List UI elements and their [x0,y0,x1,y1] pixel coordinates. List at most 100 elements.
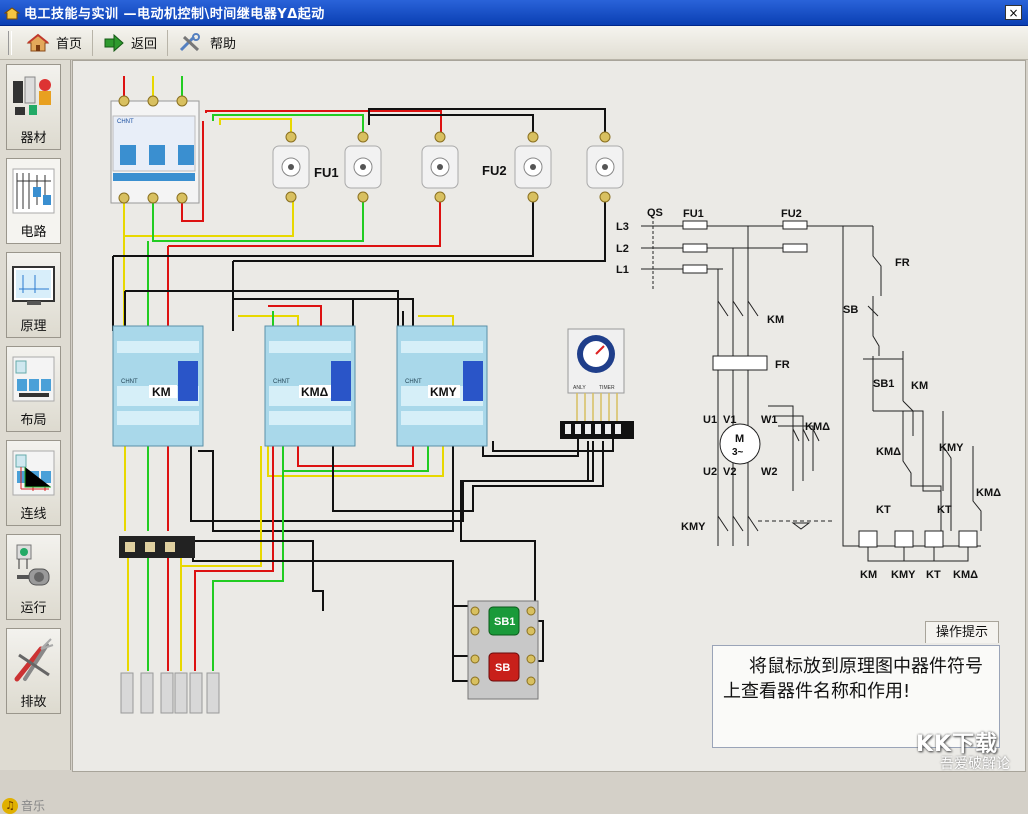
back-button[interactable]: 返回 [93,29,169,56]
hint-tab[interactable]: 操作提示 [925,621,999,643]
label-v2: V2 [723,466,736,478]
watermark-logo: KK下载 [916,732,999,757]
sidebar: 器材 电路 原理 布局 连线 [0,60,71,814]
sidebar-item-wiring[interactable]: 连线 [6,440,61,526]
contactor-label-kmy: KMY [430,385,457,399]
label-w2: W2 [761,466,778,478]
kmd-main-contacts[interactable] [792,428,820,442]
circuit-icon [12,168,55,214]
coil-kmd[interactable] [958,530,978,548]
wire-black-3 [233,201,606,262]
wiring-diagram: CHNT FU1 FU2 CHNT KM CHNT KMΔ [110,76,1001,714]
wire-red-6 [297,436,414,467]
fr-heater[interactable] [712,355,768,371]
wiring-icon [12,450,55,496]
terminal-strip[interactable] [120,672,220,714]
wire-black-16 [192,551,468,607]
watermark-text: 吾爱破解论 [940,756,1010,772]
label-fr-top: FR [895,257,910,269]
tools-icon [179,32,201,51]
sidebar-label: 器材 [20,131,47,146]
wire-black-10 [198,436,454,532]
push-button-box: SB1 SB [467,600,539,700]
timer-label: TIMER [599,385,615,391]
wire-black-12 [332,441,604,512]
fuse[interactable] [344,131,382,203]
sidebar-item-circuit[interactable]: 电路 [6,158,61,244]
label-motor-m: M [735,433,744,445]
fuse-group: FU1 FU2 [272,131,624,203]
button-label-sb: SB [495,662,510,674]
sb-stop-contact[interactable] [867,305,879,317]
back-label: 返回 [131,37,158,52]
hint-box: 将鼠标放到原理图中器件符号上查看器件名称和作用! [712,645,1000,748]
label-l3: L3 [616,221,629,233]
circuit-breaker[interactable]: CHNT [110,95,200,204]
sidebar-label: 连线 [20,507,47,522]
fu1-symbol[interactable] [682,220,708,230]
help-button[interactable]: 帮助 [168,30,246,56]
label-motor-3: 3~ [732,447,744,458]
contactor-km[interactable]: CHNT KM [112,325,204,447]
coil-km[interactable] [858,530,878,548]
time-relay[interactable]: ANLY TIMER [560,328,634,439]
label-kmd-ctrl: KMΔ [876,446,901,458]
fuse-label-fu2: FU2 [482,163,507,178]
coil-kmy[interactable] [894,530,914,548]
run-icon [16,544,50,586]
wire-red-top [205,110,442,141]
label-l2: L2 [616,243,629,255]
coil-kt[interactable] [924,530,944,548]
arrow-right-icon [104,33,124,52]
wire-yellow-6 [267,436,444,477]
wires [112,76,614,682]
wire-yellow-1 [123,201,294,237]
sidebar-label: 排故 [20,695,47,710]
label-km-hold: KM [911,380,928,392]
label-coil-kmy: KMY [891,569,916,581]
window-title: 电工技能与实训 —电动机控制\时间继电器YΔ起动 [24,7,325,22]
sidebar-item-principle[interactable]: 原理 [6,252,61,338]
start-button-sb1[interactable]: SB1 [488,606,520,636]
wire-green-1 [152,201,364,242]
supply-lines [641,225,873,270]
wire-yellow-top [219,118,292,141]
contactor-kmy[interactable]: CHNT KMY [396,325,488,447]
motor-symbol[interactable] [719,423,761,465]
fuse[interactable] [586,131,624,203]
label-l1: L1 [616,264,629,276]
sidebar-label: 布局 [20,413,47,428]
stop-button-sb[interactable]: SB [488,652,520,682]
label-kt1: KT [876,504,891,516]
contactor-label-km: KM [152,385,171,399]
fu2-symbol[interactable] [782,220,808,230]
wire-black-21 [460,441,589,611]
fuse[interactable] [272,131,310,203]
fuse-label-fu1: FU1 [314,165,339,180]
label-u2: U2 [703,466,717,478]
sidebar-item-equipment[interactable]: 器材 [6,64,61,150]
wire-black-14 [492,436,614,452]
wire-black-top [368,108,606,141]
fuse[interactable] [421,131,459,203]
wire-black-5 [125,290,399,331]
troubleshoot-icon [14,638,54,682]
sidebar-item-layout[interactable]: 布局 [6,346,61,432]
button-label-sb1: SB1 [494,616,515,628]
schematic [641,220,982,562]
music-toggle[interactable]: ♫ 音乐 [2,797,45,814]
close-button[interactable]: × [1005,5,1022,20]
kmy-main-contacts[interactable] [717,515,759,532]
thermal-relay[interactable] [119,536,195,558]
breaker-brand: CHNT [117,119,134,125]
wire-red-9 [194,446,274,601]
sidebar-item-run[interactable]: 运行 [6,534,61,620]
km-main-contacts[interactable] [717,300,759,317]
label-u1: U1 [703,414,717,426]
sidebar-label: 原理 [20,319,47,334]
help-label: 帮助 [210,37,237,52]
contactor-kmd[interactable]: CHNT KMΔ [264,325,356,447]
home-button[interactable]: 首页 [16,29,94,56]
sidebar-item-troubleshoot[interactable]: 排故 [6,628,61,714]
fuse[interactable] [514,131,552,203]
